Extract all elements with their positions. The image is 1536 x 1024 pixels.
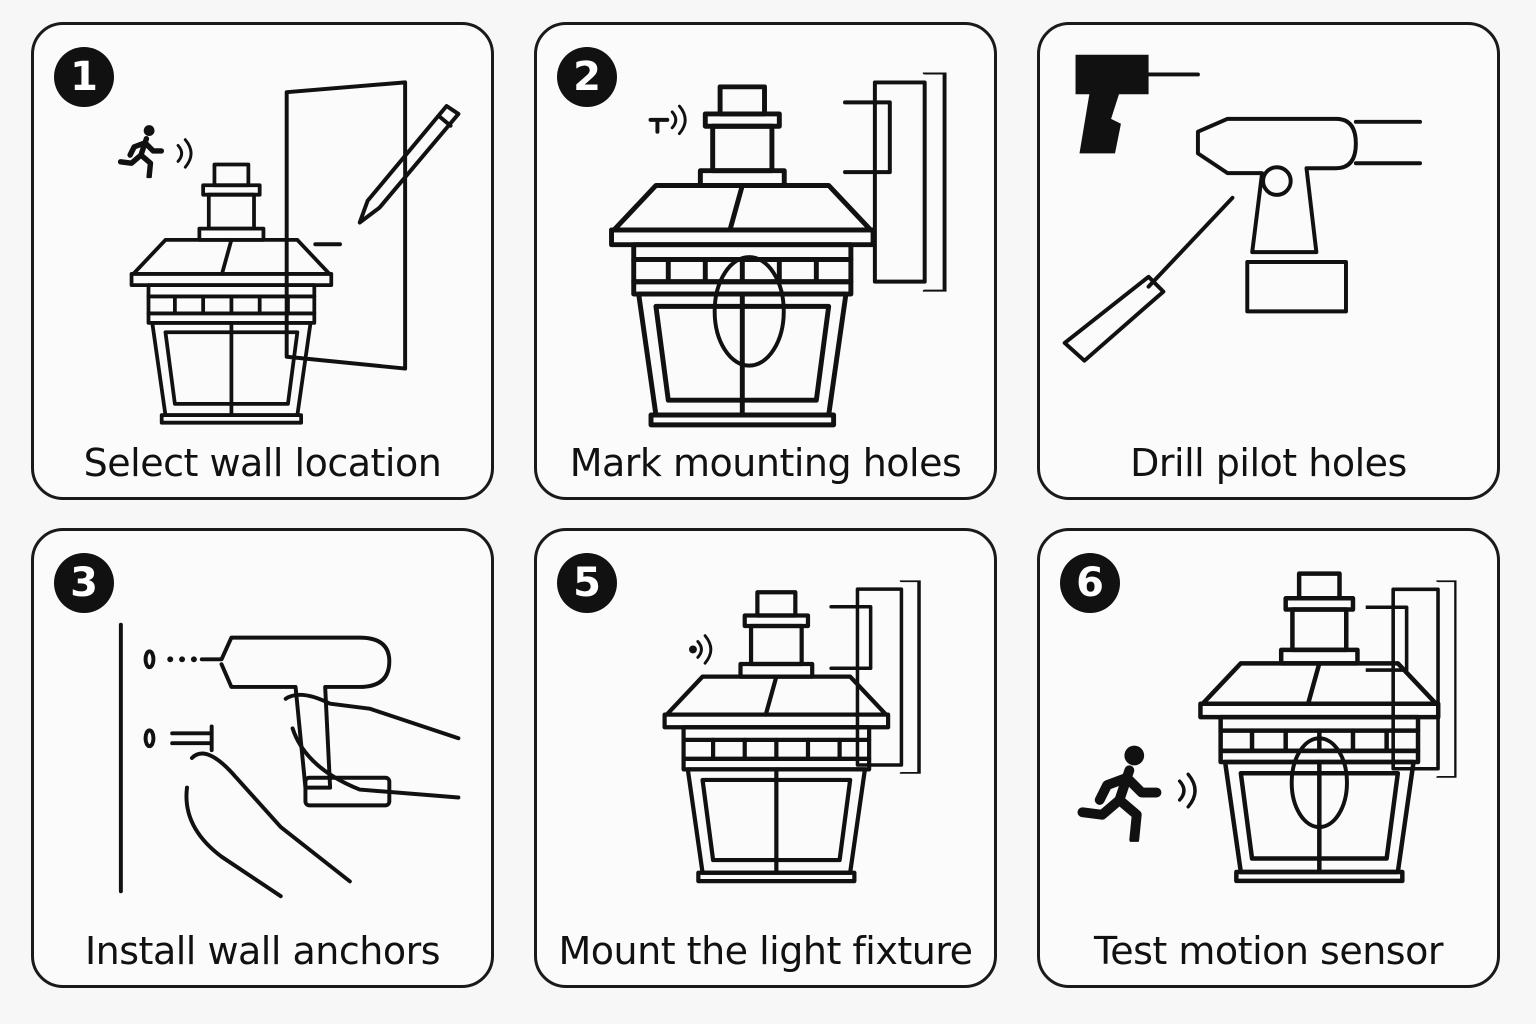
step-number-badge: 5 [557,553,617,613]
motion-person-icon [1082,746,1156,840]
install-anchors-illustration [118,622,461,899]
lantern-fixture [665,592,889,881]
screwdriver-icon [1062,195,1235,363]
step-number-badge: 6 [1060,553,1120,613]
step-label: Install wall anchors [84,929,441,973]
motion-waves-icon [696,634,713,665]
step-card-5: 5 Mount the light fixture [534,528,997,988]
bulb [1289,736,1349,830]
hole-marker [143,649,156,670]
lantern-fixture [612,87,874,425]
drill-illustration [1062,54,1422,363]
step-card-1: 1 Select wall location [31,22,494,500]
lantern-fixture [129,162,334,425]
cordless-drill-icon [1195,116,1422,314]
bulb [712,255,786,368]
step-label: Select wall location [83,441,442,485]
test-sensor-illustration [1040,531,1457,985]
motion-waves-icon [1177,772,1197,809]
drill-icon [199,635,392,808]
select-location-illustration [34,80,461,425]
mounting-bracket [845,72,945,291]
sensor-icon [648,117,670,134]
wall-anchor-icon [170,724,214,753]
pencil-icon [357,104,461,225]
motion-waves-icon [670,104,687,136]
drill-silhouette-icon [1075,54,1200,154]
hole-marker [143,728,156,749]
step-number-badge: 2 [557,47,617,107]
lantern-fixture [1200,574,1438,881]
hand-holding-anchor [184,751,352,899]
motion-waves-icon [176,138,193,169]
step-card-2: 2 Mark mounting holes [534,22,997,500]
hand-holding-drill [283,692,461,800]
mount-fixture-illustration [537,531,994,985]
step-label: Drill pilot holes [1130,441,1407,485]
step-card-3: Drill pilot holes [1037,22,1500,500]
mark-holes-illustration [537,25,994,497]
step-number-badge: 1 [54,47,114,107]
step-label: Mark mounting holes [569,441,962,485]
step-label: Test motion sensor [1094,929,1443,973]
wall-panel [284,80,408,371]
step-card-4: 3 Install wall anchors [31,528,494,988]
step-number-badge: 3 [54,553,114,613]
step-label: Mount the light fixture [558,929,974,973]
motion-person-icon [121,125,162,177]
step-card-6: 6 Test motion sensor [1037,528,1500,988]
